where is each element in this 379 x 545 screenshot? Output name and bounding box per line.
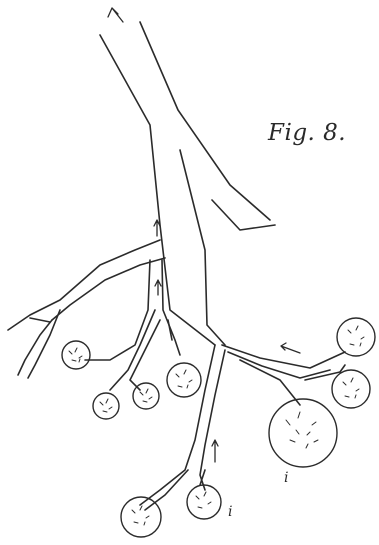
acinus: [337, 318, 375, 356]
right-branch: [222, 345, 345, 405]
acinus-label: i: [228, 504, 232, 520]
acini: [62, 318, 375, 537]
acinus: [167, 363, 201, 397]
acinus-label: i: [284, 470, 288, 486]
acinus: [62, 341, 90, 369]
acinus: [187, 485, 221, 519]
main-trunk: [100, 22, 275, 345]
acinus: [121, 497, 161, 537]
acinus: [133, 383, 159, 409]
acinus-large: [269, 399, 337, 467]
lower-branch: [140, 345, 225, 510]
acinus: [332, 370, 370, 408]
acinus: [93, 393, 119, 419]
figure-title: Fig. 8.: [268, 120, 346, 146]
